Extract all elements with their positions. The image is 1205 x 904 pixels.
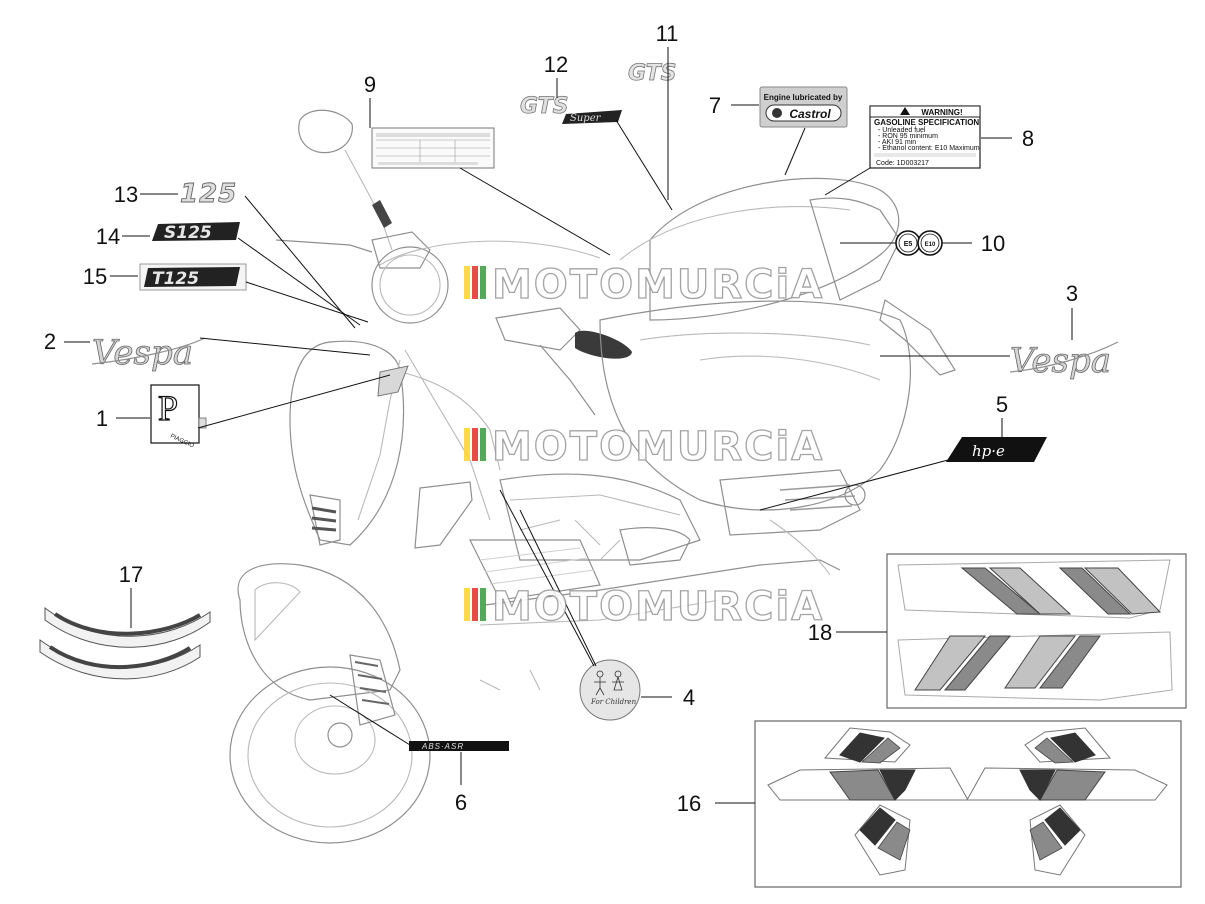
callout-7: 7 (709, 93, 721, 118)
for-children-sticker: For Children (579, 659, 641, 721)
warning-line-4: - Ethanol content: E10 Maximum (878, 145, 980, 152)
vespa-side-text: Vespa (1010, 341, 1111, 381)
callout-numbers: 1 2 3 4 5 6 7 8 9 10 11 12 13 14 15 16 1… (44, 21, 1078, 816)
vespa-logo-side: Vespa (1010, 341, 1119, 381)
callout-17: 17 (119, 562, 143, 587)
leader-lines (64, 47, 1073, 804)
warning-line-1: - Unleaded fuel (878, 127, 926, 134)
abs-asr-badge: ABS·ASR (409, 741, 509, 751)
watermark-1: MOTOMURCiA (464, 261, 824, 309)
callout-4: 4 (683, 685, 695, 710)
warning-line-3: - AKI 91 min (878, 139, 916, 146)
emblem-s125-text: S125 (164, 223, 212, 243)
callout-15: 15 (83, 264, 107, 289)
watermark-text-1: MOTOMURCiA (492, 262, 824, 308)
emblem-125: 125 (180, 179, 237, 210)
piaggio-badge: P PIAGGIO (150, 384, 207, 450)
watermark-2: MOTOMURCiA (464, 423, 824, 471)
front-stripe-kit (754, 720, 1182, 888)
wheel-stripe-decals (39, 606, 211, 680)
fuel-e10-text: E10 (925, 242, 936, 248)
piaggio-p-text: P (158, 388, 178, 428)
gts-super-emblem: GTS Super (520, 94, 622, 124)
callout-1: 1 (96, 406, 108, 431)
callout-9: 9 (364, 72, 376, 97)
watermark-3: MOTOMURCiA (464, 583, 824, 631)
callout-16: 16 (677, 791, 701, 816)
tire-pressure-label (371, 127, 495, 169)
hpe-text: hp·e (972, 442, 1005, 460)
emblem-s125: S125 (152, 222, 240, 243)
warning-heading: GASOLINE SPECIFICATION (874, 118, 979, 127)
callout-14: 14 (96, 224, 120, 249)
fuel-e5-text: E5 (904, 241, 913, 248)
super-text: Super (570, 113, 602, 124)
emblem-t125: T125 (139, 263, 247, 291)
callout-18: 18 (808, 620, 832, 645)
emblem-125-text: 125 (180, 179, 237, 209)
castrol-brand-text: Castrol (789, 107, 831, 121)
scooter-outline (229, 109, 956, 844)
callout-12: 12 (544, 52, 568, 77)
abs-asr-text: ABS·ASR (421, 742, 464, 751)
fuel-e5-e10-label: E5 E10 (895, 230, 943, 256)
callout-8: 8 (1022, 126, 1034, 151)
castrol-label: Engine lubricated by Castrol (759, 86, 848, 128)
gts-text: GTS (520, 94, 569, 119)
vespa-front-text: Vespa (92, 333, 193, 373)
gts-text-2: GTS (628, 61, 677, 86)
callout-6: 6 (455, 790, 467, 815)
callout-3: 3 (1066, 281, 1078, 306)
hpe-badge: hp·e (946, 437, 1047, 462)
side-stripe-kit (886, 553, 1187, 709)
callout-13: 13 (114, 182, 138, 207)
gts-emblem: GTS (628, 61, 677, 87)
warning-line-2: - RON 95 minimum (878, 133, 938, 140)
castrol-top-text: Engine lubricated by (764, 93, 843, 102)
children-text: For Children (590, 698, 637, 706)
watermark-text-2: MOTOMURCiA (492, 424, 824, 470)
warning-title: WARNING! (921, 108, 962, 117)
callout-10: 10 (981, 231, 1005, 256)
watermark-text-3: MOTOMURCiA (492, 584, 824, 630)
callout-11: 11 (656, 21, 679, 46)
vespa-logo-front: Vespa (92, 333, 206, 373)
warning-code: Code: 1D003217 (876, 160, 929, 167)
callout-5: 5 (996, 392, 1008, 417)
callout-2: 2 (44, 329, 56, 354)
warning-label: WARNING! GASOLINE SPECIFICATION - Unlead… (869, 105, 981, 169)
emblem-t125-text: T125 (152, 269, 199, 289)
